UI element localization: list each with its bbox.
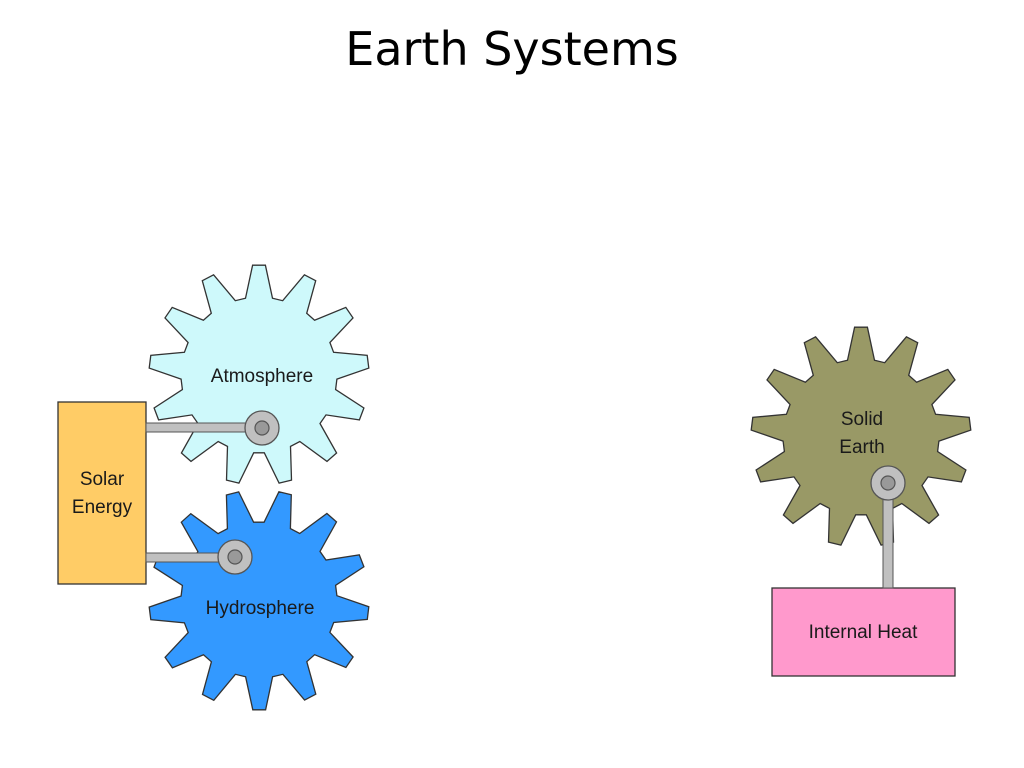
atmosphere-hub <box>244 410 280 446</box>
solar-energy-label-line2: Energy <box>72 497 133 518</box>
atmosphere-label: Atmosphere <box>211 366 313 387</box>
solid-earth-gear <box>750 326 972 546</box>
internal-heat-label: Internal Heat <box>809 622 919 643</box>
slide-title: Earth Systems <box>345 22 679 76</box>
solid-earth-label-line2: Earth <box>839 437 884 458</box>
internal-heat-box <box>771 587 956 677</box>
solid-earth-hub <box>870 465 906 501</box>
hydrosphere-label: Hydrosphere <box>206 598 315 619</box>
solid-earth-label-line1: Solid <box>841 409 883 430</box>
hydrosphere-gear <box>148 491 370 711</box>
solar-energy-box <box>57 401 147 585</box>
hydrosphere-hub <box>217 539 253 575</box>
solar-energy-label-line1: Solar <box>80 469 125 490</box>
